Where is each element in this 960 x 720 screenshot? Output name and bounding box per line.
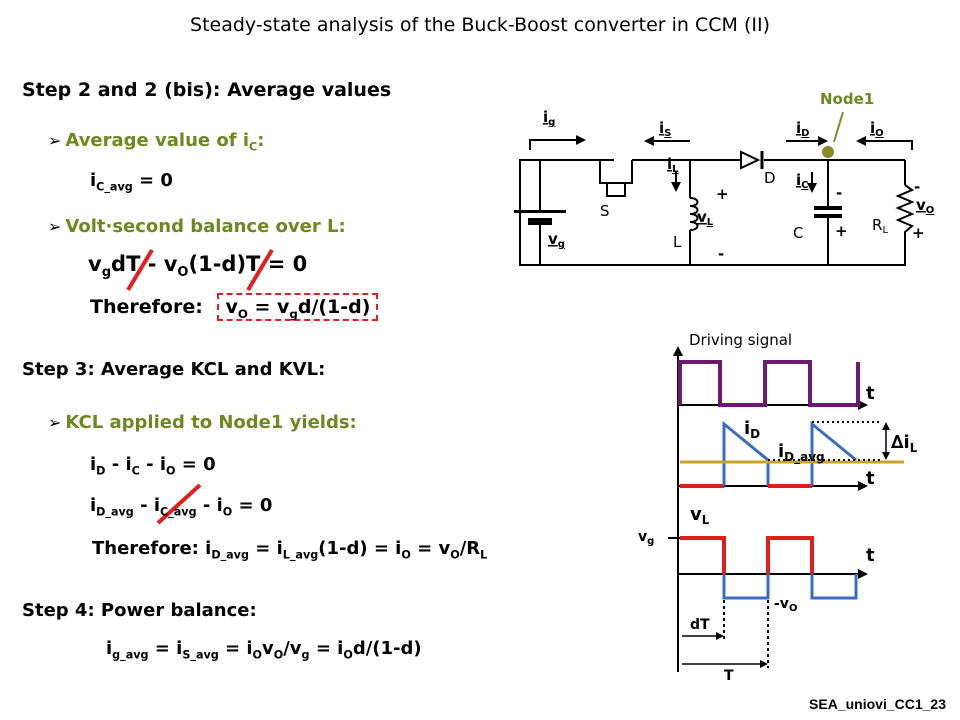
strike-line-dT [126,248,154,292]
ig-arrowhead [576,135,586,145]
step2-bullet-volt-second: ➢Volt·second balance over L: [48,216,346,237]
vo-result-box: vO = vgd/(1-d) [217,293,379,321]
dt-arrowhead [716,632,724,640]
vo-minus: - [914,178,920,196]
switch-s [599,160,633,184]
id-avg-label: iD_avg [778,441,825,465]
resistor-rl [895,184,915,238]
source-plate-short [528,218,552,225]
dt-label: dT [690,617,710,633]
kcl-eq2: iD_avg - iC_avg - iO = 0 [90,495,273,519]
minus-vo-label: -vO [774,596,797,614]
id-on-segment-1 [722,420,770,486]
t-label-id: t [866,468,875,489]
delta-il-arrow-up [882,422,890,430]
step4-heading: Step 4: Power balance: [22,600,257,621]
cap-plate-bottom [814,214,842,218]
step2-heading: Step 2 and 2 (bis): Average values [22,79,392,101]
cap-plate-top [814,206,842,210]
delta-il-arrow-down [882,452,890,460]
footer-code: SEA_uniovi_CC1_23 [809,696,946,712]
vc-plus: + [835,222,848,240]
io-arrow [862,140,913,150]
kcl-eq3: Therefore: iD_avg = iL_avg(1-d) = iO = v… [92,538,488,562]
io-arrowhead [856,136,866,146]
step3-bullet-kcl: ➢KCL applied to Node1 yields: [48,412,357,433]
vl-wave-red-2 [766,536,814,574]
delta-il-label: ∆iL [891,432,918,455]
therefore-vo: Therefore: vO = vgd/(1-d) [90,293,379,321]
axis-arrowhead [673,346,683,356]
bullet1-text: Average value of i [65,130,249,151]
arrow-bullet-icon: ➢ [48,413,62,432]
driving-signal-wave [678,360,860,407]
il-arrowhead [671,182,681,192]
label-s: S [600,202,610,220]
bullet1-sub: C [249,140,258,154]
id-arrowhead [818,136,828,146]
ic-avg-equation: iC_avg = 0 [90,170,173,194]
arrow-bullet-icon: ➢ [48,217,62,236]
ig-arrow [529,139,578,150]
strike-line-1dT [246,248,274,292]
volt-second-equation: vgdT - vO(1-d)T = 0 [88,252,308,281]
label-c: C [793,224,803,242]
step2-bullet-average-ic: ➢Average value of iC: [48,130,265,154]
vl-minus: - [718,245,724,263]
vl-wave-red-1 [680,536,726,574]
step3-heading: Step 3: Average KCL and KVL: [22,359,326,380]
axis-vl-arrowhead [858,569,868,579]
power-balance-eq: ig_avg = iS_avg = iOvO/vg = iOd/(1-d) [106,638,422,662]
id-label: iD [744,418,760,441]
page-title: Steady-state analysis of the Buck-Boost … [190,14,770,36]
axis-drive-arrowhead [858,400,868,410]
is-arrowhead [644,136,654,146]
source-plate-long [514,210,566,213]
t-arrowhead [760,660,768,668]
arrow-bullet-icon: ➢ [48,131,62,150]
period-label: T [724,668,734,684]
vc-minus: - [836,184,842,202]
axis-id-arrowhead [858,481,868,491]
switch-gate [606,183,626,197]
vo-plus: + [912,224,925,242]
vl-plus: + [716,185,729,203]
label-d: D [764,169,776,187]
node1-leader [833,111,844,143]
t-label-drive: t [866,383,875,404]
strike-line-ic-avg [156,483,202,525]
node1-dot [822,146,834,158]
inductor-l [689,197,699,231]
ic-arrowhead [807,183,817,193]
id-on-segment-2 [810,420,857,486]
driving-signal-label: Driving signal [689,331,792,349]
t-label-vl: t [866,545,875,566]
diode-d [740,150,761,170]
label-l: L [673,233,682,251]
vl-wave-label: vL [690,504,710,527]
kcl-eq1: iD - iC - iO = 0 [90,454,216,478]
vg-wave-label: vg [638,529,654,547]
node1-label: Node1 [820,90,874,108]
wire-bottom [540,238,906,266]
